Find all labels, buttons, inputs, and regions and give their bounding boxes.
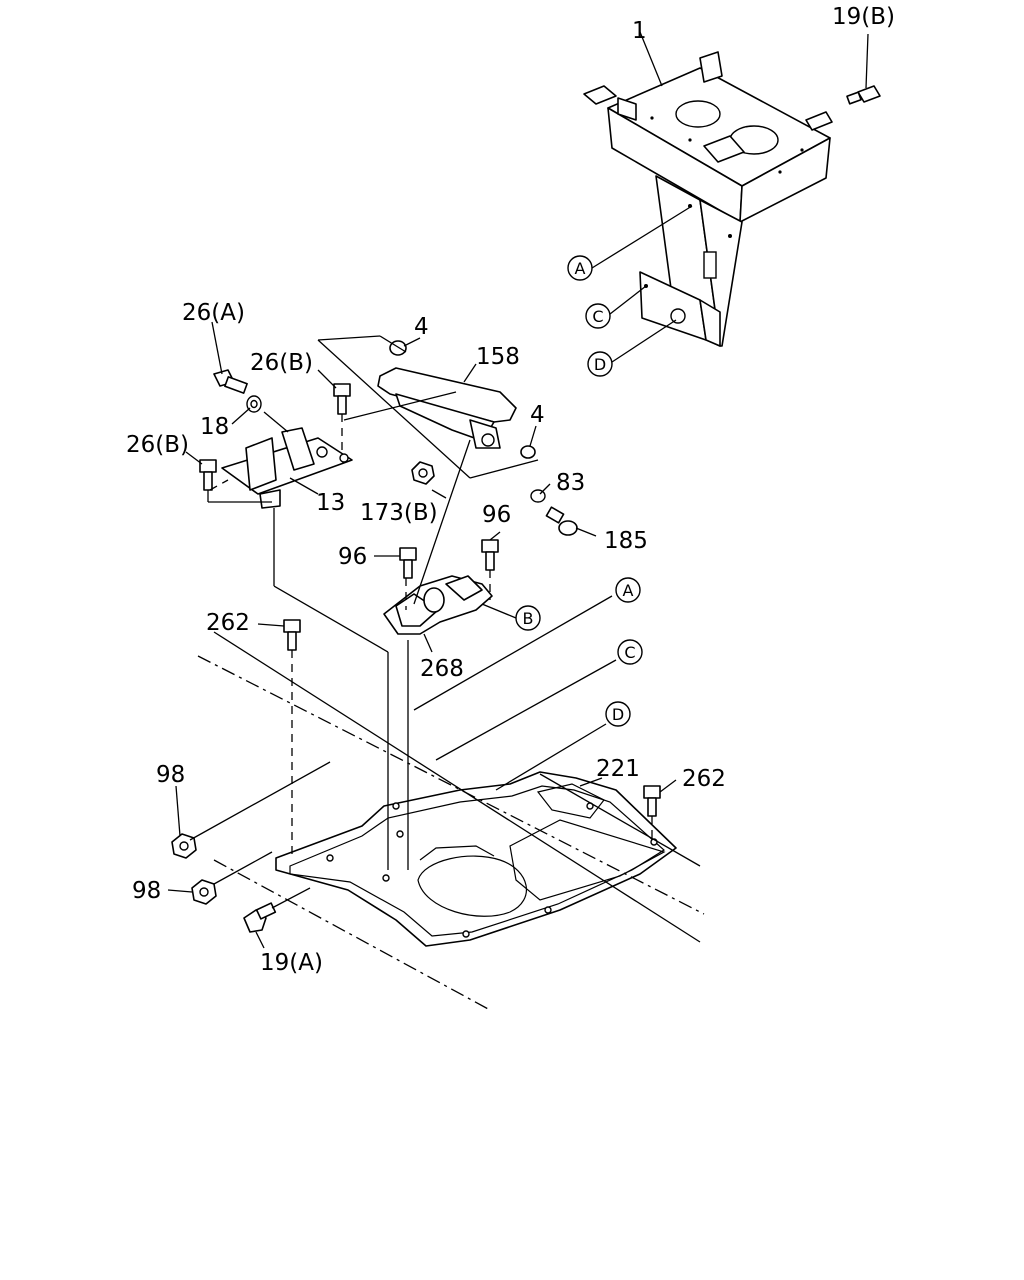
ref-circle-c-top: C: [585, 303, 611, 329]
svg-text:D: D: [612, 705, 624, 724]
label-158: 158: [476, 344, 520, 370]
label-26a: 26(A): [182, 300, 245, 326]
label-1: 1: [632, 18, 647, 44]
ref-circle-d-top: D: [587, 351, 613, 377]
label-96-left: 96: [338, 544, 367, 570]
floor-plate-221: [275, 771, 677, 947]
label-185: 185: [604, 528, 648, 554]
bolt-96-right: [481, 539, 499, 571]
washer-18: [246, 395, 262, 413]
label-96-right: 96: [482, 502, 511, 528]
battery-tray-bracket: [583, 51, 833, 347]
svg-text:C: C: [624, 643, 635, 662]
bolt-19b: [846, 85, 881, 105]
nut-98-top: [171, 833, 197, 859]
leader-lines: [167, 31, 869, 949]
label-4-top: 4: [414, 314, 429, 340]
lever-158: [377, 367, 517, 449]
label-98-top: 98: [156, 762, 185, 788]
label-18: 18: [200, 414, 229, 440]
bolt-262-right: [643, 785, 661, 817]
label-83: 83: [556, 470, 585, 496]
svg-text:A: A: [575, 259, 586, 278]
bolt-19a: [243, 902, 277, 933]
bolt-26b-top: [333, 383, 351, 415]
label-268: 268: [420, 656, 464, 682]
ref-circle-d-bottom: D: [605, 701, 631, 727]
svg-text:B: B: [523, 609, 534, 628]
label-26b-left: 26(B): [126, 432, 189, 458]
svg-text:A: A: [623, 581, 634, 600]
label-98-bottom: 98: [132, 878, 161, 904]
ref-circle-a-top: A: [567, 255, 593, 281]
label-173b: 173(B): [360, 500, 438, 526]
label-19a: 19(A): [260, 950, 323, 976]
ref-circle-c-bottom: C: [617, 639, 643, 665]
label-221: 221: [596, 756, 640, 782]
svg-text:D: D: [594, 355, 606, 374]
ref-circle-b: B: [515, 605, 541, 631]
bolt-26a: [213, 369, 248, 394]
housing-268: [383, 575, 493, 635]
label-13: 13: [316, 490, 345, 516]
bolt-262-left: [283, 619, 301, 651]
svg-text:C: C: [592, 307, 603, 326]
label-19b: 19(B): [832, 4, 895, 30]
label-26b-top: 26(B): [250, 350, 313, 376]
bushing-4-right: [520, 445, 536, 459]
pin-185: [545, 506, 578, 536]
bolt-96-left: [399, 547, 417, 579]
phantom-lines: [197, 414, 705, 1011]
label-4-right: 4: [530, 402, 545, 428]
bolt-26b-left: [199, 459, 217, 491]
label-262-left: 262: [206, 610, 250, 636]
ref-circle-a-bottom: A: [615, 577, 641, 603]
nut-98-bottom: [191, 879, 217, 905]
nut-173b: [411, 461, 435, 485]
bracket-13: [221, 427, 353, 509]
part-labels: 1 19(B) 26(A) 26(B) 26(B) 4 158 4 18 13 …: [126, 4, 895, 976]
label-262-right: 262: [682, 766, 726, 792]
